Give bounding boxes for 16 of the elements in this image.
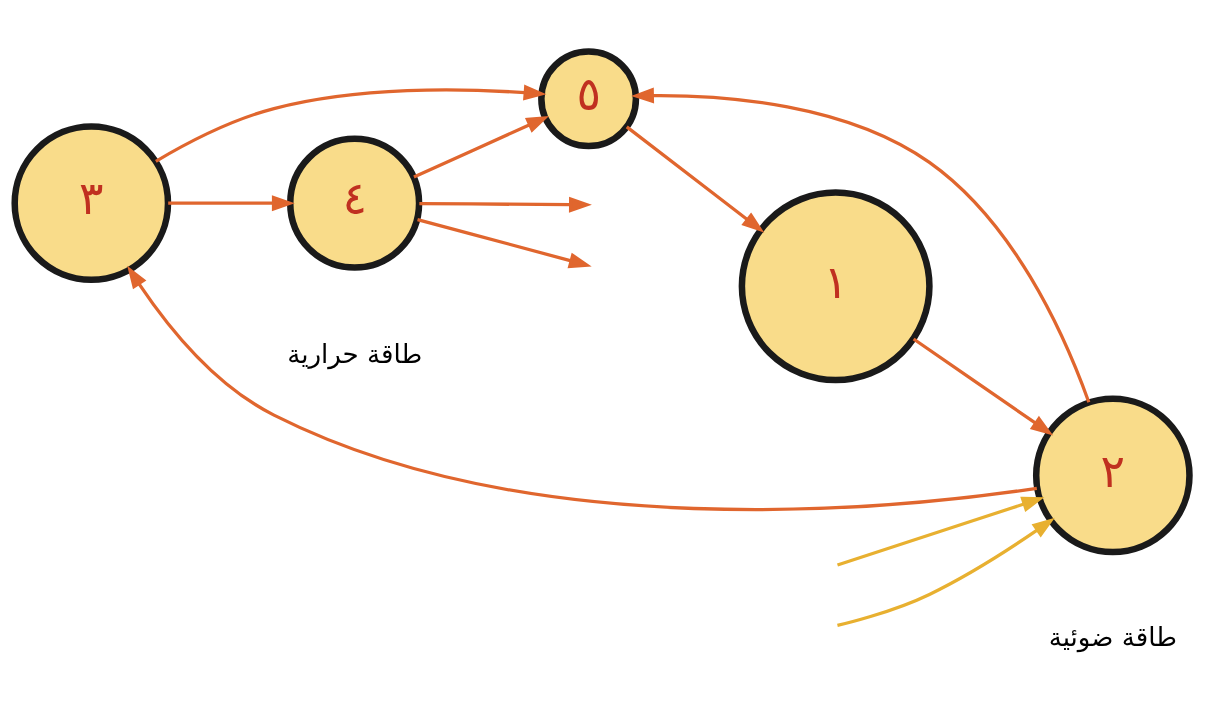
- arrow: [625, 125, 765, 233]
- arrow: [419, 196, 592, 213]
- arrow: [837, 496, 1045, 567]
- arrow: [837, 517, 1055, 627]
- node-label: طاقة ضوئية: [1048, 621, 1177, 652]
- arrow: [631, 87, 1091, 403]
- arrow: [168, 194, 295, 211]
- arrow: [417, 217, 592, 268]
- arrow: [413, 115, 550, 179]
- arrow: [155, 84, 547, 163]
- arrow: [127, 265, 1038, 511]
- node-circle: ٣: [11, 122, 172, 283]
- arrow: [912, 337, 1054, 435]
- node-circle: ٥: [538, 47, 640, 149]
- node-label: طاقة حرارية: [287, 338, 423, 369]
- node-circle: ٤: [287, 135, 423, 271]
